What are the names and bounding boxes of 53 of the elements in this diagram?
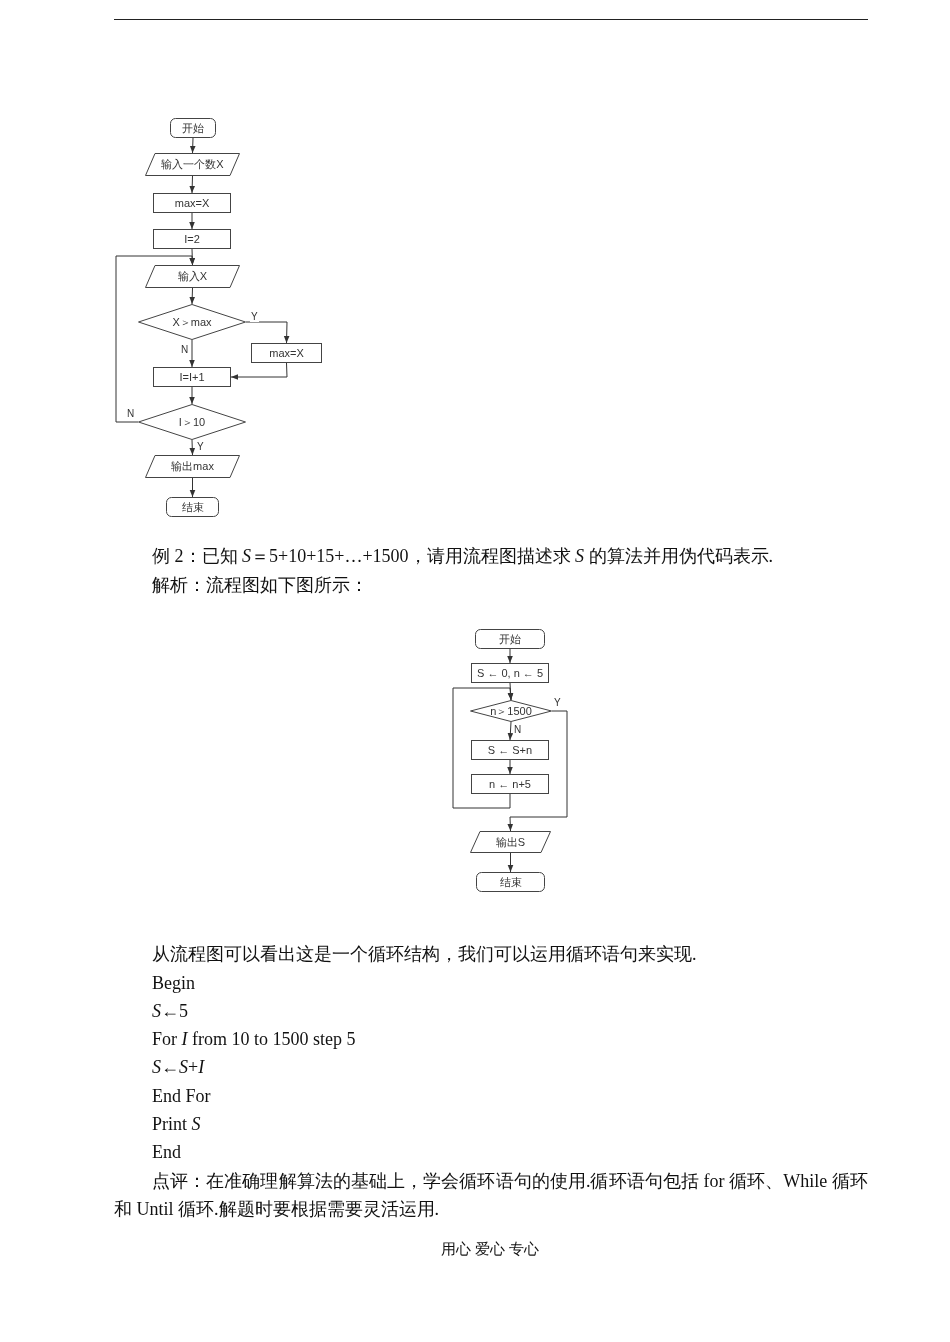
code-line: S←S+I [152, 1056, 205, 1079]
arrow [507, 852, 514, 873]
paragraph: 解析：流程图如下图所示： [152, 574, 368, 597]
arrow [507, 648, 513, 664]
input-output-box: 输出S [470, 831, 551, 853]
decision-diamond: n＞1500 [470, 700, 552, 722]
arrow [189, 439, 196, 456]
start-end-box: 结束 [476, 872, 545, 892]
start-end-box: 开始 [475, 629, 545, 649]
input-output-box: 输入一个数X [145, 153, 240, 176]
process-box: max=X [153, 193, 231, 213]
input-output-box: 输出max [145, 455, 240, 478]
code-line: Print S [152, 1113, 201, 1136]
start-end-box: 开始 [170, 118, 216, 138]
code-line: For I from 10 to 1500 step 5 [152, 1028, 356, 1051]
code-line: End [152, 1141, 181, 1164]
arrow [452, 687, 514, 809]
process-box: S ← 0, n ← 5 [471, 663, 549, 683]
edge-label: Y [250, 311, 259, 322]
process-box: S ← S+n [471, 740, 549, 760]
process-box: max=X [251, 343, 322, 363]
arrow [189, 212, 195, 230]
arrow [245, 321, 290, 344]
start-end-box: 结束 [166, 497, 219, 517]
process-box: I=I+1 [153, 367, 231, 387]
decision-diamond: I＞10 [138, 404, 246, 440]
arrow [507, 759, 513, 775]
arrow [507, 721, 514, 741]
arrow [189, 477, 196, 498]
input-output-box: 输入X [145, 265, 240, 288]
arrow [189, 175, 195, 194]
paragraph: 点评：在准确理解算法的基础上，学会循环语句的使用.循环语句包括 for 循环、While 循环和 Until 循环.解题时要根据需要灵活运用. [114, 1170, 868, 1221]
edge-label: Y [553, 697, 562, 708]
process-box: I=2 [153, 229, 231, 249]
edge-label: N [180, 344, 190, 355]
edge-label: N [513, 724, 523, 735]
code-line: End For [152, 1085, 211, 1108]
arrow [507, 710, 568, 832]
footer-text: 用心 爱心 专心 [440, 1240, 540, 1259]
decision-diamond: X＞max [138, 304, 246, 340]
edge-label: Y [196, 441, 205, 452]
code-line: S←5 [152, 1000, 188, 1023]
arrow [189, 339, 195, 368]
arrow [115, 255, 195, 423]
arrow [189, 386, 195, 405]
paragraph: 从流程图可以看出这是一个循环结构，我们可以运用循环语句来实现. [152, 943, 697, 966]
code-line: Begin [152, 972, 195, 995]
arrow [230, 362, 288, 380]
question-text: 例 2：已知 S＝5+10+15+…+1500，请用流程图描述求 S 的算法并用伪代码表示. [152, 545, 774, 568]
arrow [189, 137, 196, 154]
process-box: n ← n+5 [471, 774, 549, 794]
edge-label: N [126, 408, 136, 419]
arrow [189, 287, 195, 305]
